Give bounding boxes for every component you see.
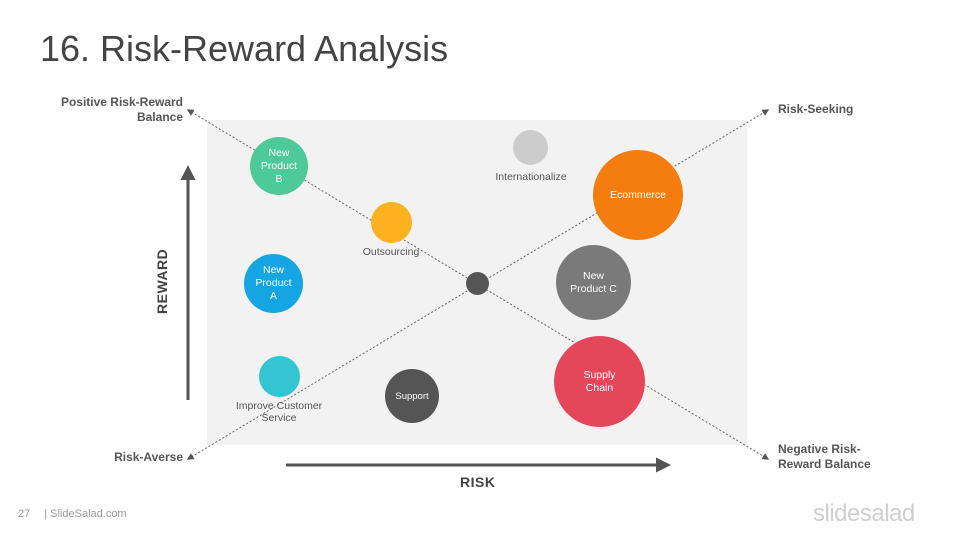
bubble-improve-customer-service <box>259 356 300 397</box>
label-internationalize: Internationalize <box>495 171 567 183</box>
label-outsourcing: Outsourcing <box>362 246 420 258</box>
bubble-label: Supply Chain <box>583 368 616 394</box>
page-number: 27 <box>18 508 31 520</box>
bubble-outsourcing <box>371 202 412 243</box>
bubble-support: Support <box>385 369 439 423</box>
bubble-supply-chain: Supply Chain <box>554 336 645 427</box>
corner-top-right: Risk-Seeking <box>778 102 854 116</box>
bubble-new-product-b: New Product B <box>250 137 308 195</box>
bubble-label: Support <box>395 390 429 402</box>
x-axis-label: RISK <box>460 474 496 490</box>
bubble-new-product-c: New Product C <box>556 245 631 320</box>
footer: 27 | SlideSalad.com <box>18 508 127 520</box>
page-title: 16. Risk-Reward Analysis <box>40 28 449 69</box>
bubble-label: New Product A <box>255 264 292 302</box>
footer-brand: | SlideSalad.com <box>44 508 127 520</box>
bubble-label: New Product B <box>260 146 298 185</box>
corner-bottom-right: Negative Risk- Reward Balance <box>778 442 871 471</box>
bubble-center <box>466 272 489 295</box>
label-improve-customer-service: Improve Customer Service <box>235 400 323 424</box>
slidesalad-logo: slidesalad <box>813 500 915 527</box>
corner-bottom-left: Risk-Averse <box>114 450 183 464</box>
bubble-label: New Product C <box>570 269 617 295</box>
bubble-label: Ecommerce <box>609 188 666 201</box>
bubble-ecommerce: Ecommerce <box>593 150 683 240</box>
bubble-new-product-a: New Product A <box>244 254 303 313</box>
y-axis-label: REWARD <box>154 248 170 314</box>
bubble-internationalize <box>513 130 548 165</box>
corner-top-left: Positive Risk-Reward Balance <box>60 95 183 124</box>
